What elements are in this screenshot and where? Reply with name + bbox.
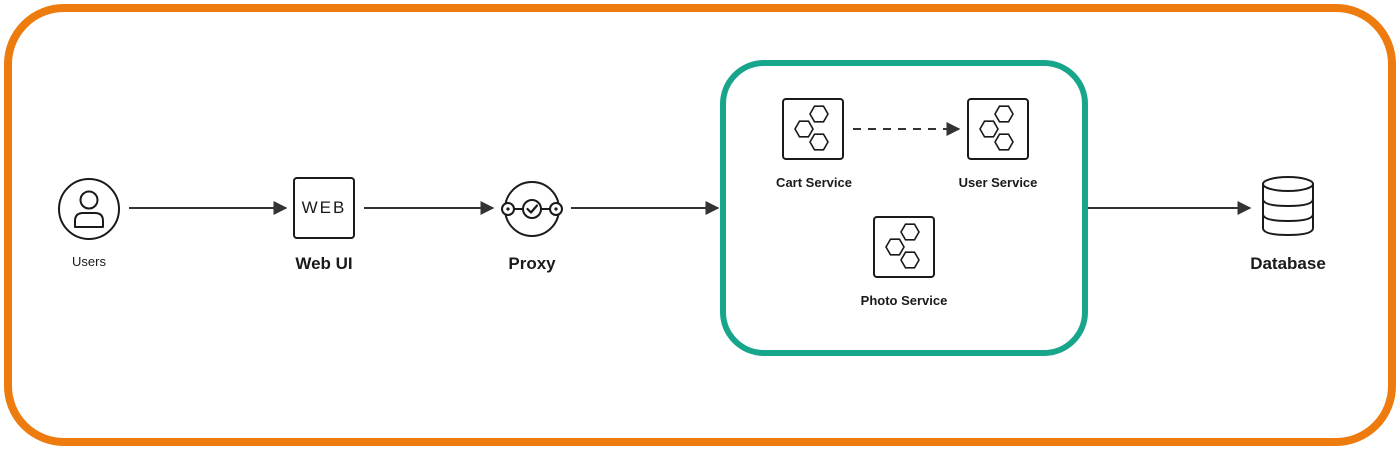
microservice-icon (885, 223, 920, 269)
database-icon (1262, 176, 1314, 237)
proxy-label: Proxy (508, 254, 556, 273)
service-group-frame (720, 60, 1088, 356)
user-service-box (967, 98, 1029, 160)
web-icon-text: WEB (301, 198, 347, 217)
user-service-label: User Service (958, 175, 1038, 190)
web-ui-label: Web UI (295, 254, 353, 273)
system-boundary-frame (4, 4, 1396, 446)
users-label: Users (72, 254, 106, 269)
user-icon (58, 178, 120, 240)
web-icon: WEB (293, 177, 355, 239)
cart-service-box (782, 98, 844, 160)
cart-service-label: Cart Service (776, 175, 852, 190)
microservice-icon (979, 105, 1014, 151)
photo-service-box (873, 216, 935, 278)
microservice-icon (794, 105, 829, 151)
photo-service-label: Photo Service (860, 293, 948, 308)
database-label: Database (1250, 254, 1326, 273)
proxy-icon (501, 181, 563, 237)
